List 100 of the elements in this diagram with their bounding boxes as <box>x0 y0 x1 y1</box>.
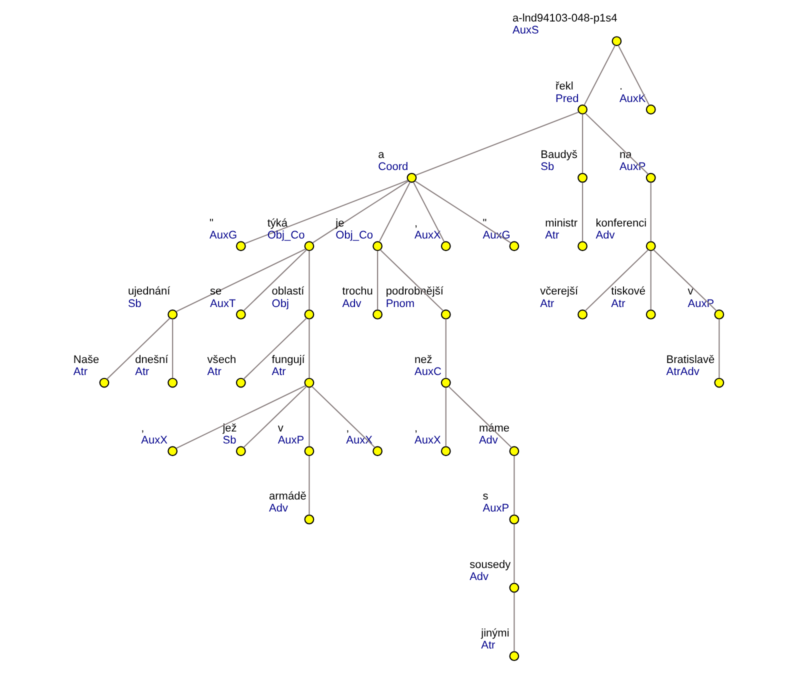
node-label: trochu <box>342 286 372 298</box>
connector <box>513 592 514 652</box>
node-label: s <box>482 490 488 503</box>
node-label: Obj_Co <box>335 229 373 242</box>
node-label: Adv <box>478 434 498 446</box>
node-label: na <box>618 148 632 161</box>
node-circle <box>714 310 724 320</box>
node-circle <box>304 514 314 524</box>
connector <box>242 318 307 380</box>
node-label: Atr <box>271 366 286 378</box>
node-label: AuxX <box>346 434 372 446</box>
node-circle <box>440 310 450 320</box>
node-label: fungují <box>271 354 304 366</box>
node-label: týká <box>266 217 288 230</box>
node-label: , <box>414 217 418 230</box>
node-circle <box>167 378 178 388</box>
node-label: Pred <box>555 92 578 105</box>
connector <box>617 45 650 106</box>
node-label: Pnom <box>385 298 414 310</box>
node-label: Coord <box>378 161 408 174</box>
node-label: ujednání <box>127 286 170 298</box>
node-label: " <box>482 217 486 230</box>
node-circle <box>304 378 314 388</box>
node-label: AuxT <box>210 298 236 310</box>
connector <box>584 249 648 312</box>
node-circle <box>304 310 314 320</box>
node-label: a <box>378 148 384 161</box>
node-circle <box>304 241 314 252</box>
node-circle <box>645 104 656 114</box>
connector <box>244 180 408 244</box>
connector <box>581 182 583 242</box>
node-label: je <box>335 217 344 230</box>
node-label: podrobnější <box>385 286 443 298</box>
node-label: a-lnd94103-048-p1s4 <box>512 12 617 24</box>
node-label: Sb <box>127 298 141 310</box>
node-circle <box>167 446 178 456</box>
node-label: AuxP <box>277 434 304 446</box>
node-label: Sb <box>222 434 236 446</box>
node-label: AuxG <box>482 229 510 242</box>
node-label: AuxP <box>618 161 646 174</box>
connector <box>444 387 446 446</box>
node-label: AuxS <box>512 24 538 36</box>
node-circle <box>235 241 246 252</box>
node-circle <box>235 378 246 388</box>
node-label: Baudyš <box>540 148 577 161</box>
node-label: oblastí <box>271 286 304 298</box>
node-circle <box>440 378 450 388</box>
node-label: včerejší <box>540 286 578 298</box>
node-circle <box>508 446 519 456</box>
node-circle <box>372 446 382 456</box>
node-label: , <box>414 422 418 434</box>
node-label: než <box>414 354 432 366</box>
node-label: Sb <box>540 161 554 174</box>
node-label: v <box>277 422 283 434</box>
connector <box>584 112 648 175</box>
connector <box>106 318 170 380</box>
node-label: Atr <box>72 366 87 378</box>
connector <box>242 249 307 312</box>
node-circle <box>577 310 587 320</box>
connector <box>308 387 310 446</box>
node-label: Atr <box>540 298 554 310</box>
node-label: AuxX <box>414 229 440 242</box>
connector <box>581 114 583 174</box>
node-label: AuxP <box>482 502 509 515</box>
connector <box>308 250 310 310</box>
node-circle <box>577 241 587 252</box>
node-label: Adv <box>342 298 361 310</box>
node-label: , <box>346 422 349 434</box>
node-circle <box>98 378 109 388</box>
node-circle <box>372 241 382 252</box>
node-label: v <box>687 286 693 298</box>
connector <box>308 456 310 515</box>
connector <box>650 250 651 310</box>
node-circle <box>406 172 416 183</box>
connector <box>379 249 444 312</box>
connector <box>650 182 651 242</box>
node-label: Adv <box>595 229 614 242</box>
node-label: Bratislavě <box>666 354 714 366</box>
node-label: AuxG <box>209 229 237 242</box>
node-label: máme <box>478 422 510 434</box>
node-circle <box>645 310 656 320</box>
node-circle <box>440 241 450 252</box>
node-circle <box>577 104 587 114</box>
node-label: tiskové <box>610 286 645 298</box>
node-label: AuxX <box>414 434 440 446</box>
connector <box>513 456 514 515</box>
connector <box>414 180 510 244</box>
node-circle <box>372 310 382 320</box>
node-circle <box>508 514 519 524</box>
connector <box>414 112 578 176</box>
node-label: konferenci <box>595 217 646 230</box>
node-label: Atr <box>480 639 495 652</box>
connector <box>378 182 410 242</box>
node-label: dnešní <box>134 354 168 366</box>
connector <box>513 524 514 584</box>
node-label: Atr <box>206 366 221 378</box>
node-label: sousedy <box>469 558 510 571</box>
node-label: AuxX <box>140 434 168 446</box>
connector <box>583 45 616 106</box>
node-circle <box>235 446 246 456</box>
